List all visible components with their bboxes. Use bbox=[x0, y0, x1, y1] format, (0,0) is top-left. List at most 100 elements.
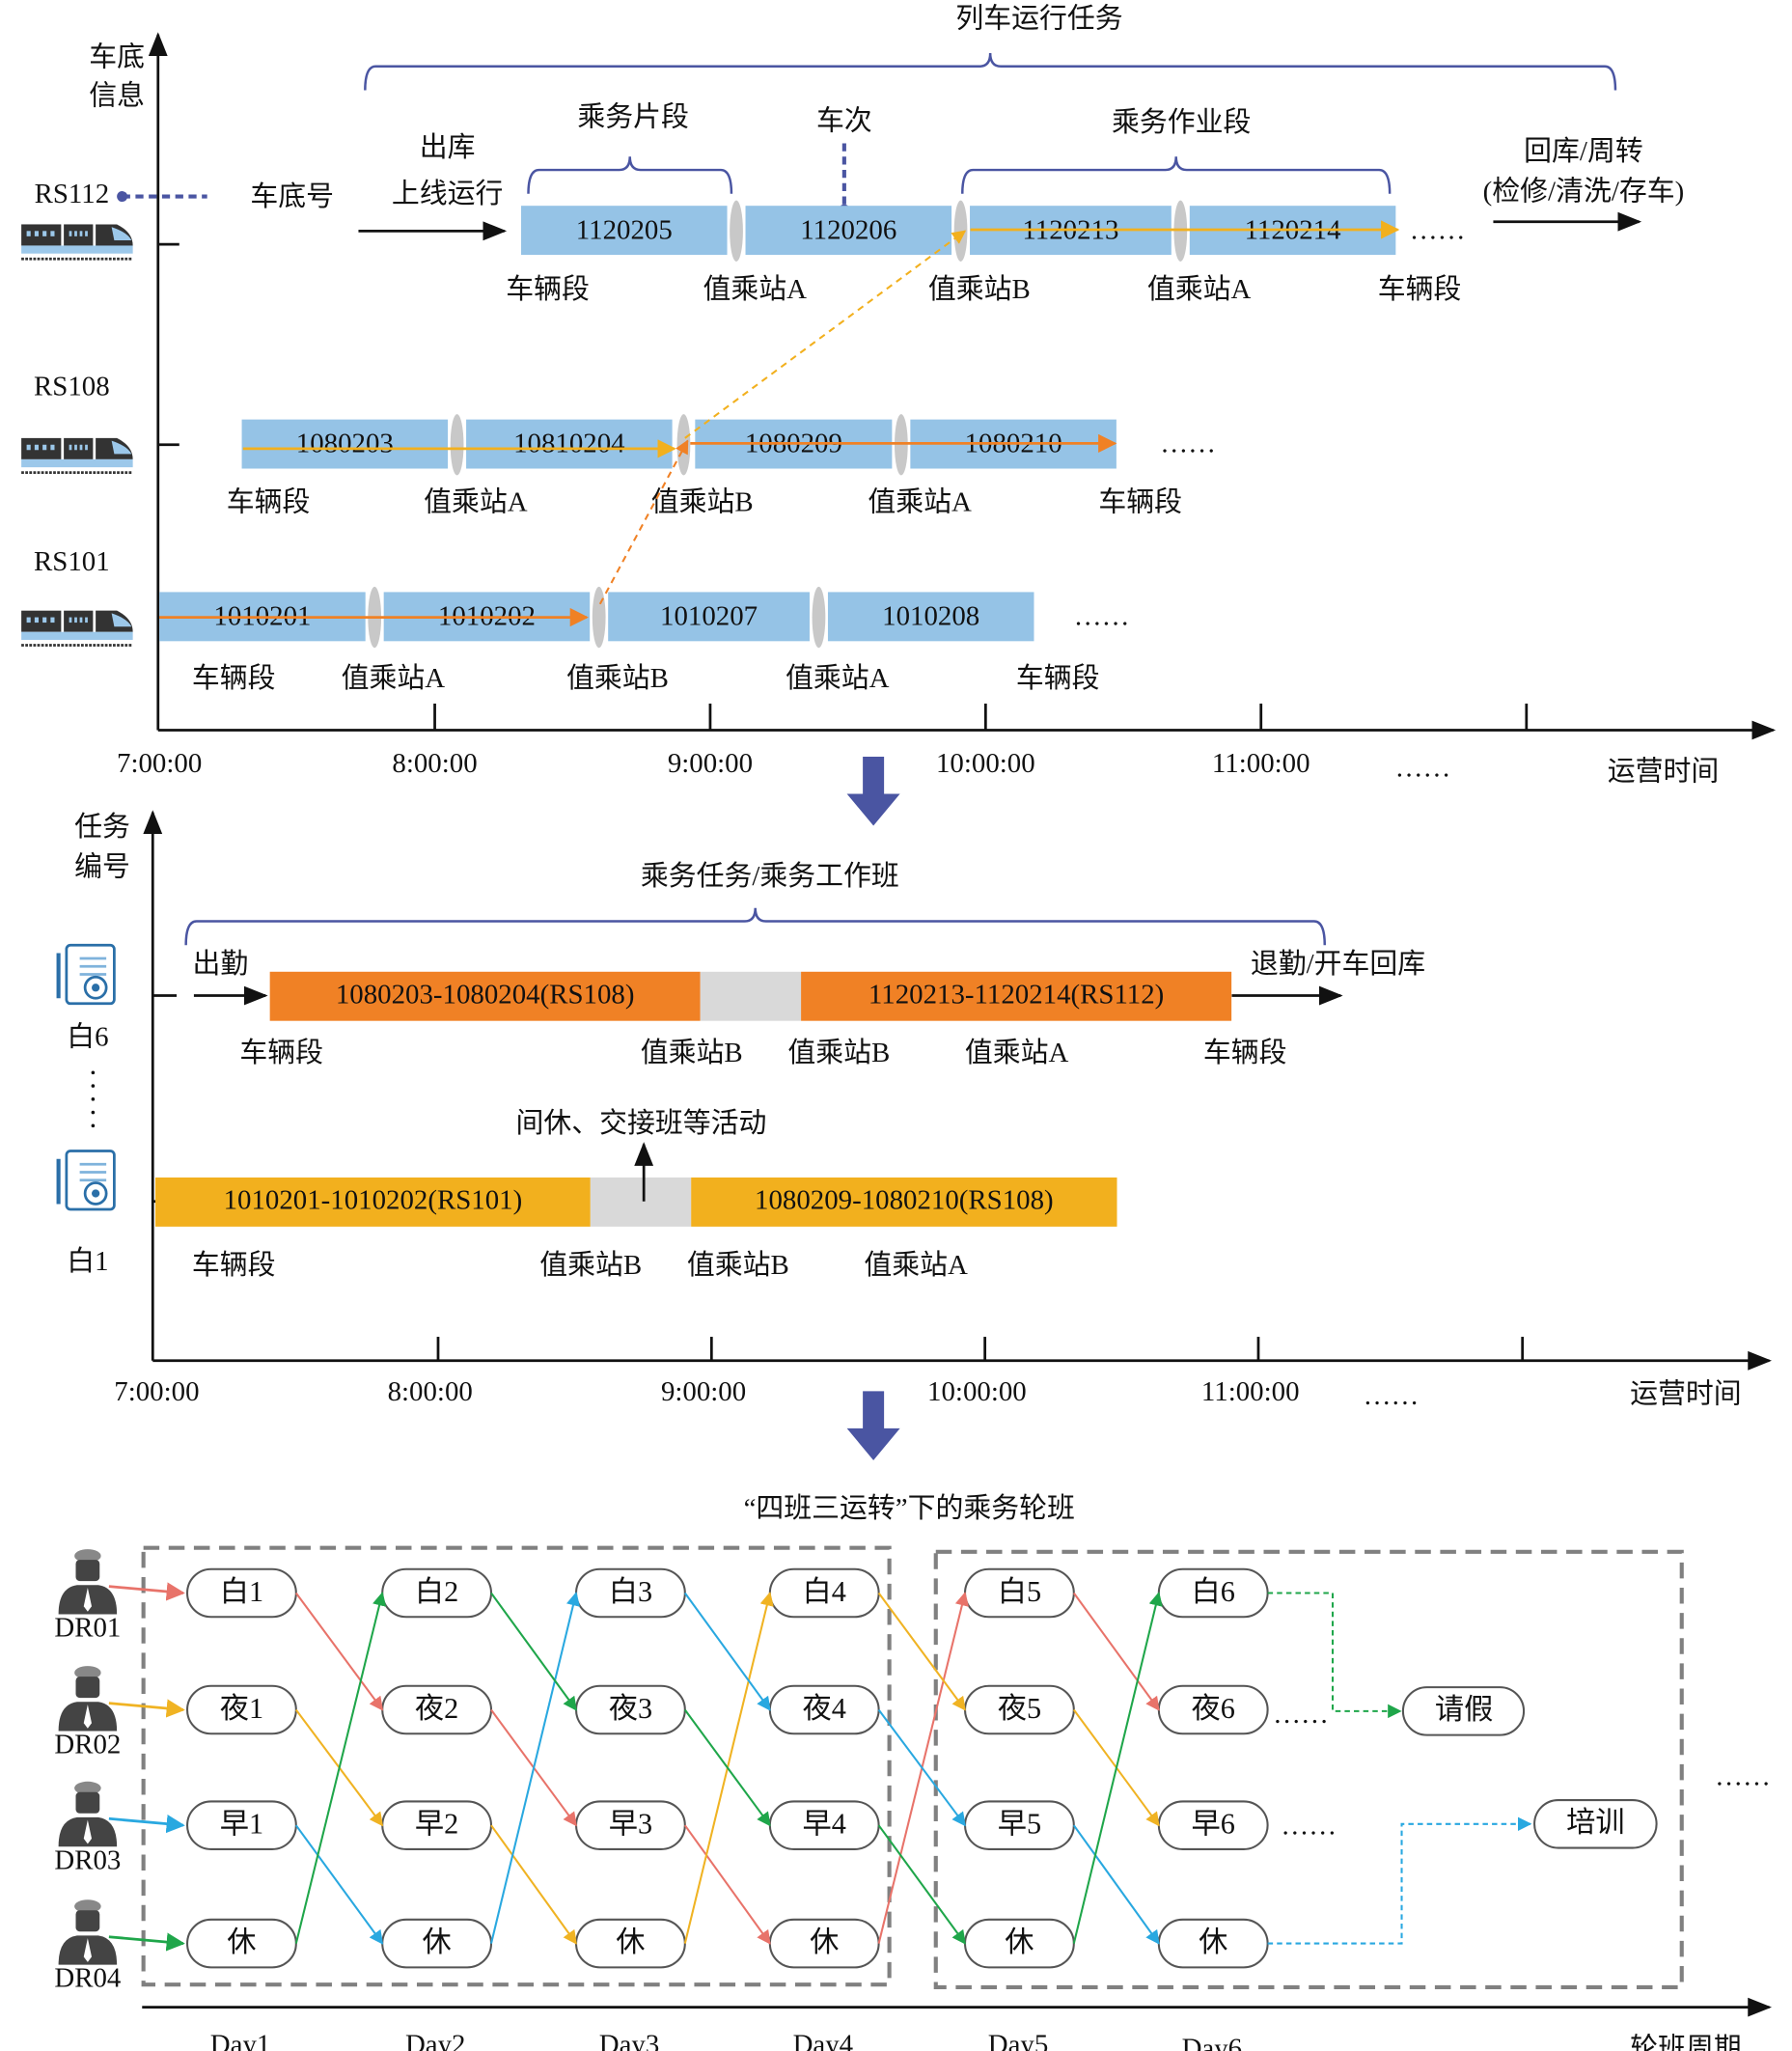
segment-label: 乘务片段 bbox=[577, 101, 689, 132]
trip-block bbox=[745, 206, 952, 256]
driver-icon bbox=[58, 1549, 118, 1615]
shift-label: 夜3 bbox=[609, 1692, 652, 1725]
rolling-stock-id: RS112 bbox=[35, 179, 110, 209]
station-label: 值乘站B bbox=[641, 1038, 743, 1068]
station-separator bbox=[953, 200, 968, 262]
station-label: 值乘站A bbox=[786, 663, 890, 694]
train-window bbox=[42, 617, 47, 624]
x-tick-label: 11:00:00 bbox=[1212, 748, 1310, 779]
train-window bbox=[26, 617, 31, 624]
day-label: Day3 bbox=[599, 2029, 660, 2051]
shift-label: 夜1 bbox=[220, 1692, 263, 1725]
duty-id: 白1 bbox=[67, 1246, 108, 1277]
duty-block bbox=[801, 971, 1232, 1021]
driver-cap bbox=[74, 1899, 101, 1913]
rotation-edge bbox=[294, 1592, 384, 1711]
driver-tie bbox=[83, 1938, 93, 1962]
day-ellipsis: …… bbox=[1343, 2044, 1399, 2051]
station-label: 车辆段 bbox=[1016, 663, 1100, 694]
depart-label: 出库 bbox=[420, 132, 476, 163]
x-tick-label: 8:00:00 bbox=[392, 748, 477, 779]
shift-label: 休 bbox=[810, 1926, 839, 1958]
train-window bbox=[69, 231, 72, 236]
x-tick-label: 7:00:00 bbox=[114, 1376, 199, 1407]
x-tick-label: 9:00:00 bbox=[668, 748, 753, 779]
driver-tie bbox=[83, 1587, 93, 1612]
training-node-box bbox=[1533, 1799, 1658, 1849]
continuation-ellipsis: …… bbox=[1273, 1699, 1329, 1730]
y-axis-label: 任务 bbox=[74, 812, 130, 843]
target-center bbox=[92, 1189, 100, 1198]
shift-label: 休 bbox=[1005, 1926, 1034, 1958]
shift-node: 白5 bbox=[963, 1567, 1075, 1619]
training-label: 培训 bbox=[1566, 1806, 1625, 1839]
train-window bbox=[69, 444, 72, 451]
station-label: 车辆段 bbox=[1378, 274, 1462, 305]
shift-node: 白3 bbox=[574, 1567, 686, 1619]
trip-block bbox=[241, 419, 449, 469]
trip-number: 1010208 bbox=[882, 601, 979, 632]
rotation-edge bbox=[490, 1824, 577, 1945]
x-tick-ellipsis: …… bbox=[1364, 1380, 1420, 1411]
train-window bbox=[74, 231, 77, 236]
driver-tie bbox=[83, 1705, 93, 1729]
train-window bbox=[85, 444, 88, 451]
shift-node: 夜3 bbox=[574, 1684, 686, 1735]
duty-block bbox=[269, 971, 701, 1021]
trip-block bbox=[608, 592, 810, 642]
continuation-ellipsis: …… bbox=[1074, 601, 1130, 632]
x-tick-label: 10:00:00 bbox=[936, 748, 1035, 779]
trip-block bbox=[466, 419, 673, 469]
trip-number: 1010207 bbox=[660, 601, 758, 632]
train-window bbox=[111, 440, 132, 455]
shift-label: 白2 bbox=[415, 1575, 458, 1608]
driver-tie bbox=[83, 1819, 93, 1844]
x-tick-label: 11:00:00 bbox=[1201, 1376, 1300, 1407]
train-window bbox=[26, 444, 31, 451]
station-label: 值乘站B bbox=[651, 486, 754, 517]
station-label: 车辆段 bbox=[192, 1250, 276, 1281]
rotation-edge bbox=[683, 1708, 771, 1827]
train-window bbox=[34, 444, 39, 451]
x-tick-label: 10:00:00 bbox=[927, 1376, 1027, 1407]
x-axis-label: 轮班周期 bbox=[1630, 2034, 1742, 2051]
train-car bbox=[64, 224, 94, 246]
break-block bbox=[590, 1177, 692, 1227]
train-window bbox=[26, 231, 31, 236]
x-axis-label: 运营时间 bbox=[1608, 756, 1720, 787]
y-axis-label: 信息 bbox=[89, 80, 145, 111]
station-label: 值乘站B bbox=[539, 1250, 642, 1281]
shift-node-box bbox=[186, 1800, 297, 1850]
train-window bbox=[50, 444, 55, 451]
driver-head bbox=[75, 1560, 100, 1582]
duty-id: 白6 bbox=[67, 1022, 108, 1053]
shift-node: 休 bbox=[574, 1918, 686, 1969]
task-document-icon bbox=[56, 943, 116, 1006]
rotation-edge bbox=[1072, 1592, 1160, 1711]
trip-number: 10810204 bbox=[513, 429, 625, 459]
train-car bbox=[21, 610, 62, 632]
y-axis-label: 车底 bbox=[89, 42, 145, 73]
station-separator bbox=[676, 414, 691, 476]
rotation-edge bbox=[294, 1592, 387, 1944]
return-label: (检修/清洗/存车) bbox=[1483, 176, 1685, 207]
station-label: 车辆段 bbox=[192, 663, 276, 694]
driver-assign-arrow bbox=[108, 1815, 185, 1834]
shift-node-box bbox=[186, 1684, 297, 1735]
shift-node: 白4 bbox=[768, 1567, 880, 1619]
rotation-edge bbox=[683, 1824, 771, 1945]
driver-head bbox=[75, 1791, 100, 1814]
duty-row: 白11010201-1010202(RS101)1080209-1080210(… bbox=[56, 1150, 1117, 1281]
vertical-ellipsis-dot bbox=[91, 1070, 96, 1075]
station-label: 值乘站A bbox=[703, 274, 808, 305]
duty-block bbox=[691, 1177, 1117, 1227]
station-label: 值乘站B bbox=[787, 1038, 890, 1068]
train-window bbox=[74, 444, 77, 451]
station-separator bbox=[592, 586, 606, 649]
shift-label: 夜5 bbox=[998, 1692, 1041, 1725]
shift-node: 早4 bbox=[768, 1800, 880, 1850]
train-stripe bbox=[21, 631, 133, 640]
